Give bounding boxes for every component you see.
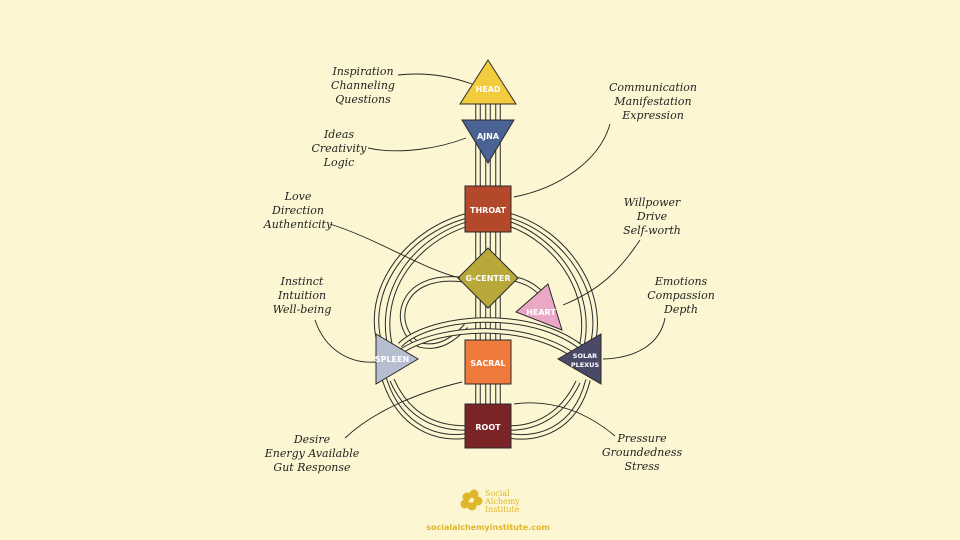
root-annotation-1: Pressure — [616, 432, 667, 445]
head-label: HEAD — [476, 85, 501, 94]
g-center-annotation-3: Authenticity — [263, 218, 333, 231]
solar-plexus-annotation-1: Emotions — [654, 275, 708, 288]
center-spleen: SPLEEN — [375, 333, 419, 385]
annotation-sacral: Desire Energy Available Gut Response — [264, 433, 360, 474]
center-root: ROOT — [464, 403, 512, 449]
g-center-annotation-2: Direction — [271, 204, 324, 217]
brand-text-line-1: Social — [485, 489, 510, 498]
center-sacral: SACRAL — [464, 339, 512, 385]
heart-label: HEART — [526, 308, 556, 317]
yellow-flower-icon — [460, 489, 483, 511]
sacral-shape — [464, 339, 512, 385]
solar-plexus-label-line-2: PLEXUS — [571, 361, 600, 369]
center-throat: THROAT — [464, 185, 512, 233]
brand-url[interactable]: socialalchemyinstitute.com — [426, 523, 550, 532]
annotation-head: Inspiration Channeling Questions — [331, 65, 395, 106]
throat-annotation-1: Communication — [609, 81, 697, 94]
ajna-annotation-1: Ideas — [323, 128, 354, 141]
annotation-g-center: Love Direction Authenticity — [263, 190, 333, 231]
sacral-annotation-1: Desire — [293, 433, 331, 446]
heart-shape — [515, 283, 563, 331]
annotation-throat: Communication Manifestation Expression — [609, 81, 697, 122]
annotation-lines — [314, 73, 666, 439]
root-annotation-2: Groundedness — [602, 446, 683, 459]
ajna-shape — [461, 119, 515, 164]
heart-annotation-1: Willpower — [624, 196, 681, 209]
sacral-label: SACRAL — [470, 359, 505, 368]
throat-annotation-2: Manifestation — [613, 95, 691, 108]
head-shape — [459, 59, 517, 105]
head-annotation-2: Channeling — [331, 79, 395, 92]
spleen-annotation-2: Intuition — [277, 289, 326, 302]
solar-plexus-annotation-2: Compassion — [647, 289, 715, 302]
sacral-annotation-3: Gut Response — [273, 461, 351, 474]
head-annotation-3: Questions — [335, 93, 391, 106]
root-annotation-3: Stress — [624, 460, 659, 473]
ajna-annotation-3: Logic — [323, 156, 355, 169]
sacral-annotation-2: Energy Available — [264, 447, 360, 460]
center-ajna: AJNA — [461, 119, 515, 164]
brand-text-line-3: Institute — [485, 505, 520, 514]
brand-logo: Social Alchemy Institute — [460, 489, 520, 514]
center-solar-plexus: SOLAR PLEXUS — [557, 333, 602, 385]
spleen-label: SPLEEN — [375, 355, 409, 364]
center-g: G-CENTER — [457, 247, 519, 309]
annotation-solar-plexus: Emotions Compassion Depth — [647, 275, 715, 316]
root-shape — [464, 403, 512, 449]
g-center-annotation-1: Love — [284, 190, 312, 203]
head-annotation-1: Inspiration — [331, 65, 393, 78]
center-heart: HEART — [515, 283, 563, 331]
brand-text-line-2: Alchemy — [484, 497, 520, 506]
spleen-annotation-3: Well-being — [273, 303, 332, 316]
spleen-shape — [375, 333, 419, 385]
throat-shape — [464, 185, 512, 233]
g-center-label: G-CENTER — [466, 274, 511, 283]
ajna-label: AJNA — [477, 132, 500, 141]
spleen-annotation-1: Instinct — [280, 275, 324, 288]
annotation-root: Pressure Groundedness Stress — [602, 432, 683, 473]
annotation-heart: Willpower Drive Self-worth — [623, 196, 681, 237]
channels — [373, 100, 598, 440]
ajna-annotation-2: Creativity — [311, 142, 367, 155]
center-head: HEAD — [459, 59, 517, 105]
solar-plexus-shape — [557, 333, 602, 385]
heart-annotation-3: Self-worth — [623, 224, 681, 237]
root-label: ROOT — [475, 423, 501, 432]
annotation-ajna: Ideas Creativity Logic — [311, 128, 367, 169]
heart-annotation-2: Drive — [636, 210, 668, 223]
throat-label: THROAT — [470, 206, 506, 215]
solar-plexus-annotation-3: Depth — [663, 303, 698, 316]
annotation-spleen: Instinct Intuition Well-being — [273, 275, 332, 316]
solar-plexus-label-line-1: SOLAR — [573, 352, 597, 360]
g-center-shape — [457, 247, 519, 309]
throat-annotation-3: Expression — [621, 109, 684, 122]
